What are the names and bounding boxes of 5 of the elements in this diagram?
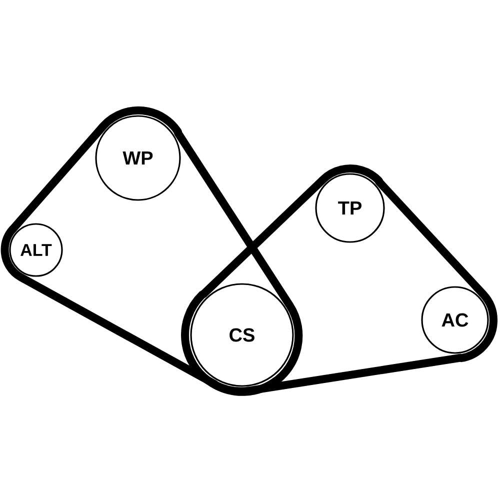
belt: [174, 129, 303, 396]
belt: [200, 164, 384, 298]
belt: [181, 290, 464, 396]
belt: [375, 178, 498, 362]
belt: [8, 106, 182, 234]
